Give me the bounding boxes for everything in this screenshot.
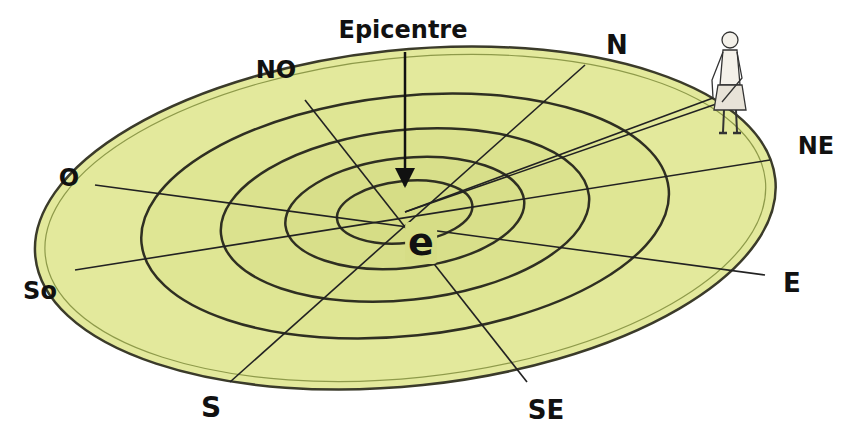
pointer-label: Epicentre [339,17,468,43]
observer-figure [712,32,746,133]
direction-label: NO [256,57,297,83]
direction-label: SE [528,396,565,425]
pointer-arrow [404,52,407,186]
direction-label: O [59,165,79,191]
direction-label: So [23,278,57,304]
direction-lines [75,65,770,382]
direction-label: S [201,393,221,424]
direction-label: NE [798,133,834,159]
direction-label: N [606,31,628,60]
direction-label: E [783,269,801,298]
ground-rings [18,12,793,424]
epicentre-mark: e [405,222,437,264]
